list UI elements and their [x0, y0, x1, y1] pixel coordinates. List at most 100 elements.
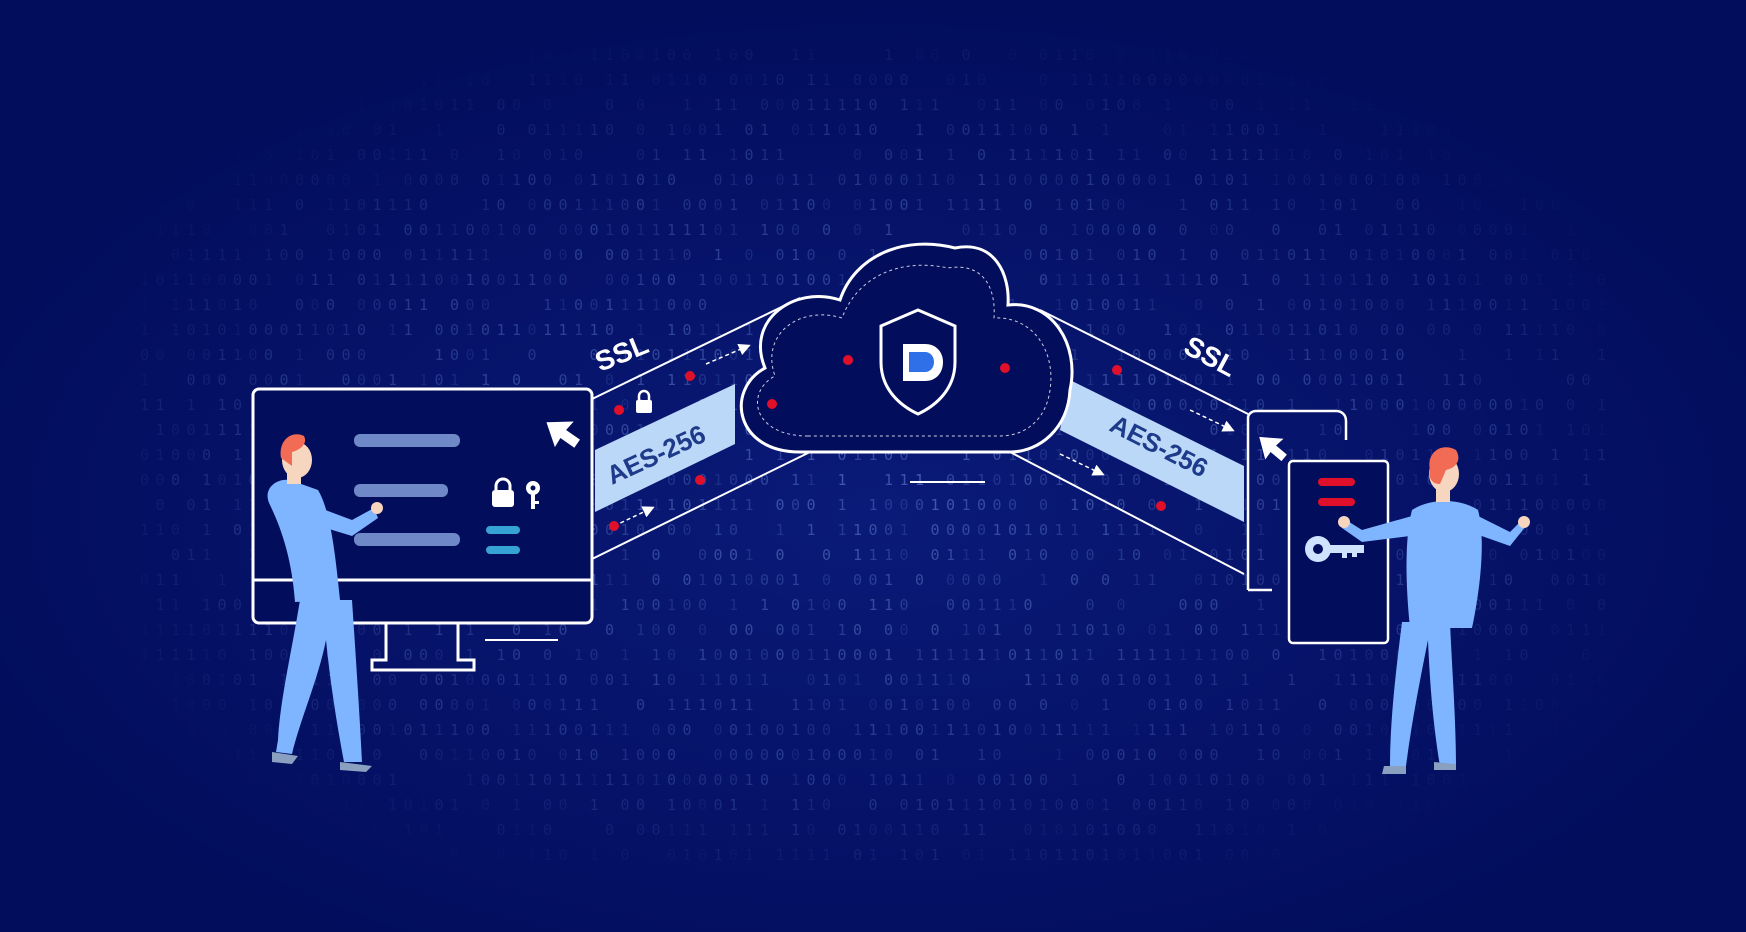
svg-text:0: 0 — [621, 46, 630, 64]
svg-text:0: 0 — [1225, 46, 1234, 64]
svg-text:0: 0 — [1210, 196, 1219, 214]
svg-text:1: 1 — [233, 46, 242, 64]
svg-text:0: 0 — [264, 221, 273, 239]
svg-text:0: 0 — [249, 296, 258, 314]
svg-text:1: 1 — [264, 621, 273, 639]
svg-text:0: 0 — [1272, 646, 1281, 664]
svg-text:1: 1 — [977, 546, 986, 564]
svg-text:1: 1 — [807, 446, 816, 464]
svg-text:1: 1 — [1086, 196, 1095, 214]
svg-text:1: 1 — [574, 696, 583, 714]
svg-text:1: 1 — [357, 796, 366, 814]
svg-text:1: 1 — [1458, 246, 1467, 264]
svg-text:0: 0 — [1179, 146, 1188, 164]
svg-text:0: 0 — [342, 346, 351, 364]
svg-text:1: 1 — [1427, 821, 1436, 839]
svg-text:1: 1 — [187, 646, 196, 664]
svg-text:0: 0 — [636, 171, 645, 189]
svg-text:1: 1 — [621, 296, 630, 314]
svg-text:0: 0 — [698, 596, 707, 614]
svg-text:0: 0 — [373, 696, 382, 714]
svg-text:1: 1 — [559, 696, 568, 714]
svg-text:0: 0 — [962, 596, 971, 614]
svg-text:0: 0 — [543, 146, 552, 164]
svg-text:0: 0 — [884, 446, 893, 464]
svg-text:0: 0 — [1272, 746, 1281, 764]
svg-text:0: 0 — [962, 571, 971, 589]
svg-text:0: 0 — [1489, 746, 1498, 764]
svg-text:1: 1 — [1551, 71, 1560, 89]
svg-text:0: 0 — [559, 196, 568, 214]
svg-text:0: 0 — [1287, 171, 1296, 189]
svg-text:1: 1 — [466, 321, 475, 339]
svg-text:0: 0 — [1442, 796, 1451, 814]
svg-text:0: 0 — [1039, 121, 1048, 139]
svg-text:0: 0 — [1365, 171, 1374, 189]
svg-text:1: 1 — [1473, 721, 1482, 739]
svg-text:0: 0 — [1396, 71, 1405, 89]
svg-text:0: 0 — [1427, 721, 1436, 739]
svg-text:0: 0 — [1520, 546, 1529, 564]
key-icon — [526, 481, 540, 509]
svg-text:0: 0 — [946, 171, 955, 189]
svg-text:1: 1 — [497, 321, 506, 339]
svg-text:0: 0 — [574, 146, 583, 164]
svg-text:1: 1 — [714, 671, 723, 689]
svg-text:0: 0 — [419, 196, 428, 214]
svg-text:1: 1 — [667, 796, 676, 814]
svg-text:0: 0 — [280, 771, 289, 789]
svg-text:0: 0 — [1411, 746, 1420, 764]
svg-text:0: 0 — [1117, 846, 1126, 864]
svg-text:1: 1 — [171, 571, 180, 589]
svg-text:1: 1 — [171, 296, 180, 314]
svg-text:0: 0 — [652, 821, 661, 839]
svg-text:0: 0 — [140, 821, 149, 839]
svg-text:0: 0 — [249, 221, 258, 239]
svg-text:1: 1 — [342, 846, 351, 864]
svg-text:1: 1 — [884, 546, 893, 564]
svg-text:1: 1 — [1008, 446, 1017, 464]
svg-text:1: 1 — [373, 196, 382, 214]
svg-text:0: 0 — [1303, 146, 1312, 164]
svg-text:1: 1 — [1117, 146, 1126, 164]
svg-text:1: 1 — [698, 571, 707, 589]
svg-text:1: 1 — [1318, 246, 1327, 264]
svg-text:0: 0 — [1551, 46, 1560, 64]
svg-text:0: 0 — [202, 221, 211, 239]
svg-text:0: 0 — [140, 446, 149, 464]
svg-text:1: 1 — [1489, 571, 1498, 589]
svg-text:0: 0 — [1380, 396, 1389, 414]
svg-text:0: 0 — [1210, 421, 1219, 439]
svg-text:0: 0 — [791, 646, 800, 664]
svg-text:1: 1 — [1504, 746, 1513, 764]
svg-text:1: 1 — [419, 46, 428, 64]
svg-text:1: 1 — [1318, 346, 1327, 364]
svg-text:0: 0 — [760, 771, 769, 789]
svg-text:1: 1 — [698, 821, 707, 839]
svg-text:0: 0 — [714, 796, 723, 814]
svg-text:1: 1 — [202, 521, 211, 539]
svg-text:0: 0 — [1225, 171, 1234, 189]
svg-text:1: 1 — [667, 221, 676, 239]
svg-text:0: 0 — [1566, 296, 1575, 314]
svg-text:1: 1 — [636, 496, 645, 514]
svg-text:0: 0 — [450, 321, 459, 339]
svg-text:1: 1 — [559, 296, 568, 314]
svg-text:1: 1 — [729, 196, 738, 214]
svg-text:0: 0 — [404, 246, 413, 264]
svg-text:1: 1 — [1287, 96, 1296, 114]
svg-text:1: 1 — [1504, 296, 1513, 314]
svg-text:1: 1 — [1411, 221, 1420, 239]
svg-text:1: 1 — [1241, 521, 1250, 539]
svg-text:0: 0 — [311, 771, 320, 789]
svg-text:0: 0 — [1086, 496, 1095, 514]
svg-text:0: 0 — [977, 496, 986, 514]
svg-text:0: 0 — [1256, 371, 1265, 389]
svg-text:0: 0 — [1442, 821, 1451, 839]
svg-text:0: 0 — [1008, 46, 1017, 64]
svg-text:1: 1 — [590, 696, 599, 714]
svg-text:1: 1 — [1551, 721, 1560, 739]
svg-text:0: 0 — [636, 796, 645, 814]
svg-text:0: 0 — [574, 221, 583, 239]
svg-text:0: 0 — [962, 671, 971, 689]
